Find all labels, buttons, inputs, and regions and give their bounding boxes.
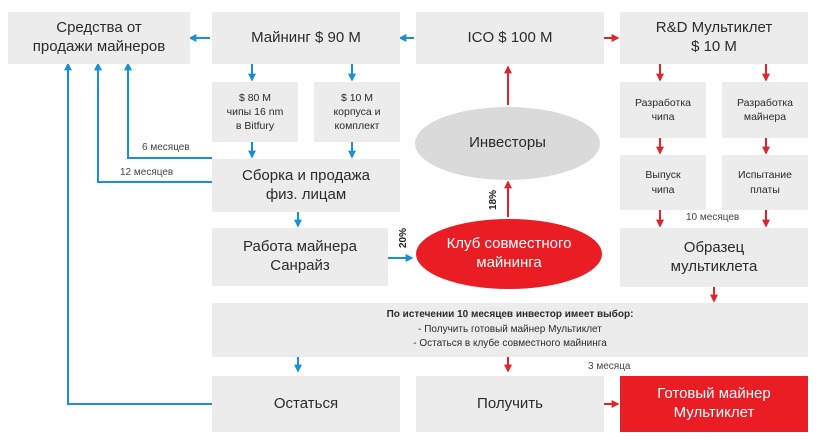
- rnd-box: R&D Мультиклет $ 10 М: [620, 12, 808, 64]
- ico-box: ICO $ 100 М: [416, 12, 604, 64]
- assembly-box: Сборка и продажа физ. лицам: [212, 159, 400, 212]
- choice-title: По истечении 10 месяцев инвестор имеет в…: [386, 309, 634, 320]
- label-twelve-months: 12 месяцев: [120, 167, 174, 178]
- mining-box: Майнинг $ 90 М: [212, 12, 400, 64]
- label-ten-months: 10 месяцев: [686, 212, 740, 223]
- choice-text: По истечении 10 месяцев инвестор имеет в…: [212, 308, 808, 352]
- chips-box: $ 80 М чипы 16 nm в Bitfury: [212, 82, 298, 142]
- label-three-months: 3 месяца: [588, 361, 631, 372]
- sales-funds-box: Средства от продажи майнеров: [8, 12, 190, 64]
- label-18-percent: 18%: [488, 189, 499, 210]
- chip-dev-box: Разработка чипа: [620, 82, 706, 138]
- receive-box: Получить: [416, 376, 604, 432]
- choice-box: [212, 303, 808, 357]
- choice-option-2: - Остаться в клубе совместного майнинга: [413, 338, 607, 349]
- investors-ellipse: Инвесторы: [415, 107, 600, 180]
- sample-box: Образец мультиклета: [620, 228, 808, 287]
- miner-work-box: Работа майнера Санрайз: [212, 228, 388, 286]
- label-20-percent: 20%: [398, 227, 409, 248]
- cases-box: $ 10 М корпуса и комплект: [314, 82, 400, 142]
- ready-miner-box: Готовый майнер Мультиклет: [620, 376, 808, 432]
- miner-dev-box: Разработка майнера: [722, 82, 808, 138]
- club-ellipse: Клуб совместного майнинга: [416, 219, 602, 289]
- board-test-box: Испытание платы: [722, 155, 808, 210]
- choice-option-1: - Получить готовый майнер Мультиклет: [418, 323, 602, 335]
- label-six-months: 6 месяцев: [142, 142, 190, 153]
- stay-box: Остаться: [212, 376, 400, 432]
- loop-6-months: [124, 62, 212, 159]
- chip-release-box: Выпуск чипа: [620, 155, 706, 210]
- loop-stay: [64, 62, 212, 405]
- loop-12-months: [94, 62, 212, 183]
